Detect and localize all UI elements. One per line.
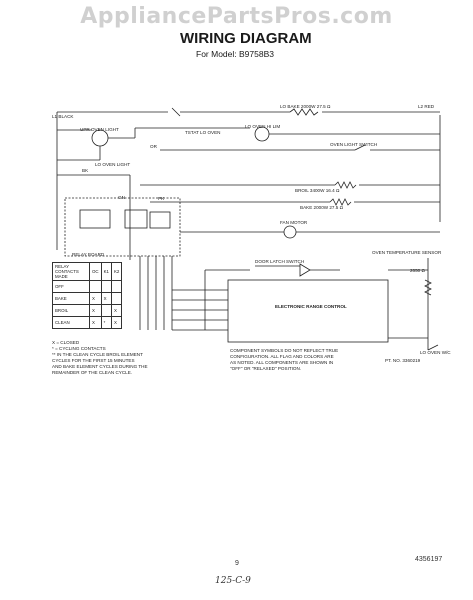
label-broil: BROIL 3400W 16.4 Ω [295, 188, 340, 193]
label-lo-bake: LO BAKE 2000W 27.5 Ω [280, 104, 331, 109]
note-line: * = CYCLING CONTACTS [52, 346, 106, 351]
relay-k1 [79, 209, 111, 229]
relay-table-row: BROIL X X [52, 304, 123, 317]
relay-table-header-cell: K1 [100, 262, 112, 281]
relay-table-cell: * [100, 316, 112, 329]
wire-color-gn: GN [118, 195, 125, 200]
note-line: CYCLES FOR THE FIRST 15 MINUTES [52, 358, 135, 363]
bake-element [329, 198, 352, 206]
relay-table-cell [110, 280, 123, 293]
note-line: X = CLOSED [52, 340, 80, 345]
relay-table-header-cell: K2 [110, 262, 123, 281]
note-line: REMAINDER OF THE CLEAN CYCLE. [52, 370, 133, 375]
relay-table-cell [100, 280, 112, 293]
label-lo-oven-hi-limit: LO OVEN HI LIM [245, 124, 281, 129]
relay-table-cell: BROIL [52, 304, 90, 317]
notes-right: COMPONENT SYMBOLS DO NOT REFLECT TRUE CO… [230, 348, 338, 372]
relay-table-header-cell: RELAY CONTACTS MADE [52, 262, 90, 281]
document-number: 4356197 [415, 556, 443, 563]
upper-oven-light-bulb [91, 129, 109, 147]
relay-table-row: CLEAN X * X [52, 316, 123, 329]
oven-light-switch [354, 144, 366, 151]
diagram-title: WIRING DIAGRAM [180, 30, 312, 47]
lo-bake-element [289, 108, 319, 116]
relay-oc [149, 211, 171, 229]
thermostat-switch [171, 107, 181, 117]
relay-board [64, 197, 181, 257]
relay-table-header-cell: OC [89, 262, 102, 281]
relay-table-cell: X [110, 316, 123, 329]
label-upr-oven-light: UPR OVEN LIGHT [80, 127, 119, 132]
handwritten-code: 125-C-9 [215, 576, 251, 586]
broil-element [334, 181, 357, 189]
relay-table-cell [100, 304, 112, 317]
note-line: ** IN THE CLEAN CYCLE BROIL ELEMENT [52, 352, 143, 357]
relay-table-cell: X [100, 292, 112, 305]
label-tstat-lo-oven: TSTAT LO OVEN [185, 130, 221, 135]
label-relay-board: RELAY BOARD [72, 252, 105, 257]
relay-table-cell [110, 292, 123, 305]
note-line: "OFF" OR "RELAXED" POSITION. [230, 366, 302, 371]
watermark: AppliancePartsPros.com [80, 4, 393, 29]
relay-contacts-table: RELAY CONTACTS MADE OC K1 K2 OFF BAKE X … [52, 262, 123, 329]
wire-color-bk: BK [82, 168, 89, 173]
label-part-no: PT. NO. 3360219 [385, 358, 421, 363]
relay-table-cell: BAKE [52, 292, 90, 305]
note-line: COMPONENT SYMBOLS DO NOT REFLECT TRUE [230, 348, 339, 353]
note-line: CONFIGURATION. ALL FLAG AND COLORS ARE [230, 354, 334, 359]
relay-table-cell: CLEAN [52, 316, 90, 329]
door-latch-arrow [299, 263, 311, 277]
notes-left: X = CLOSED * = CYCLING CONTACTS ** IN TH… [52, 340, 148, 376]
relay-table-row: OFF [52, 280, 123, 293]
relay-k2 [124, 209, 148, 229]
label-l1-black: L1 BLACK [52, 114, 74, 119]
label-bake: BAKE 2000W 27.5 Ω [300, 205, 344, 210]
temperature-sensor-resistor [424, 279, 432, 296]
relay-table-cell: X [89, 292, 102, 305]
label-oven-temp-sensor: OVEN TEMPERATURE SENSOR [372, 250, 442, 255]
note-line: AND BAKE ELEMENT CYCLES DURING THE [52, 364, 148, 369]
label-l2-red: L2 RED [418, 104, 435, 109]
relay-table-header-row: RELAY CONTACTS MADE OC K1 K2 [52, 262, 123, 281]
relay-table-cell: OFF [52, 280, 90, 293]
relay-table-cell: X [110, 304, 123, 317]
note-line: AS NOTED. ALL COMPONENTS ARE SHOWN IN [230, 360, 334, 365]
wire-color-or: OR [150, 144, 157, 149]
relay-table-cell: X [89, 304, 102, 317]
label-door-latch-switch: DOOR LATCH SWITCH [255, 259, 305, 264]
label-fan-motor: FAN MOTOR [280, 220, 308, 225]
relay-table-cell: X [89, 316, 102, 329]
label-lo-oven-light: LO OVEN LIGHT [95, 162, 131, 167]
lo-oven-hi-limit [254, 126, 270, 142]
wire-color-pk: PK [158, 196, 165, 201]
relay-table-row: BAKE X X [52, 292, 123, 305]
label-lo-oven-wc: LO OVEN W/C [420, 350, 451, 355]
page-number: 9 [235, 560, 239, 567]
electronic-range-control-box [227, 279, 389, 343]
relay-table-cell [89, 280, 102, 293]
label-sensor-resistance: 2650 Ω [410, 268, 425, 273]
fan-motor-symbol [283, 225, 297, 239]
label-oven-light-switch: OVEN LIGHT SWITCH [330, 142, 378, 147]
lo-oven-wc-switch [427, 344, 439, 351]
label-electronic-range-control: ELECTRONIC RANGE CONTROL [275, 304, 347, 309]
model-number: For Model: B9758B3 [196, 49, 274, 59]
